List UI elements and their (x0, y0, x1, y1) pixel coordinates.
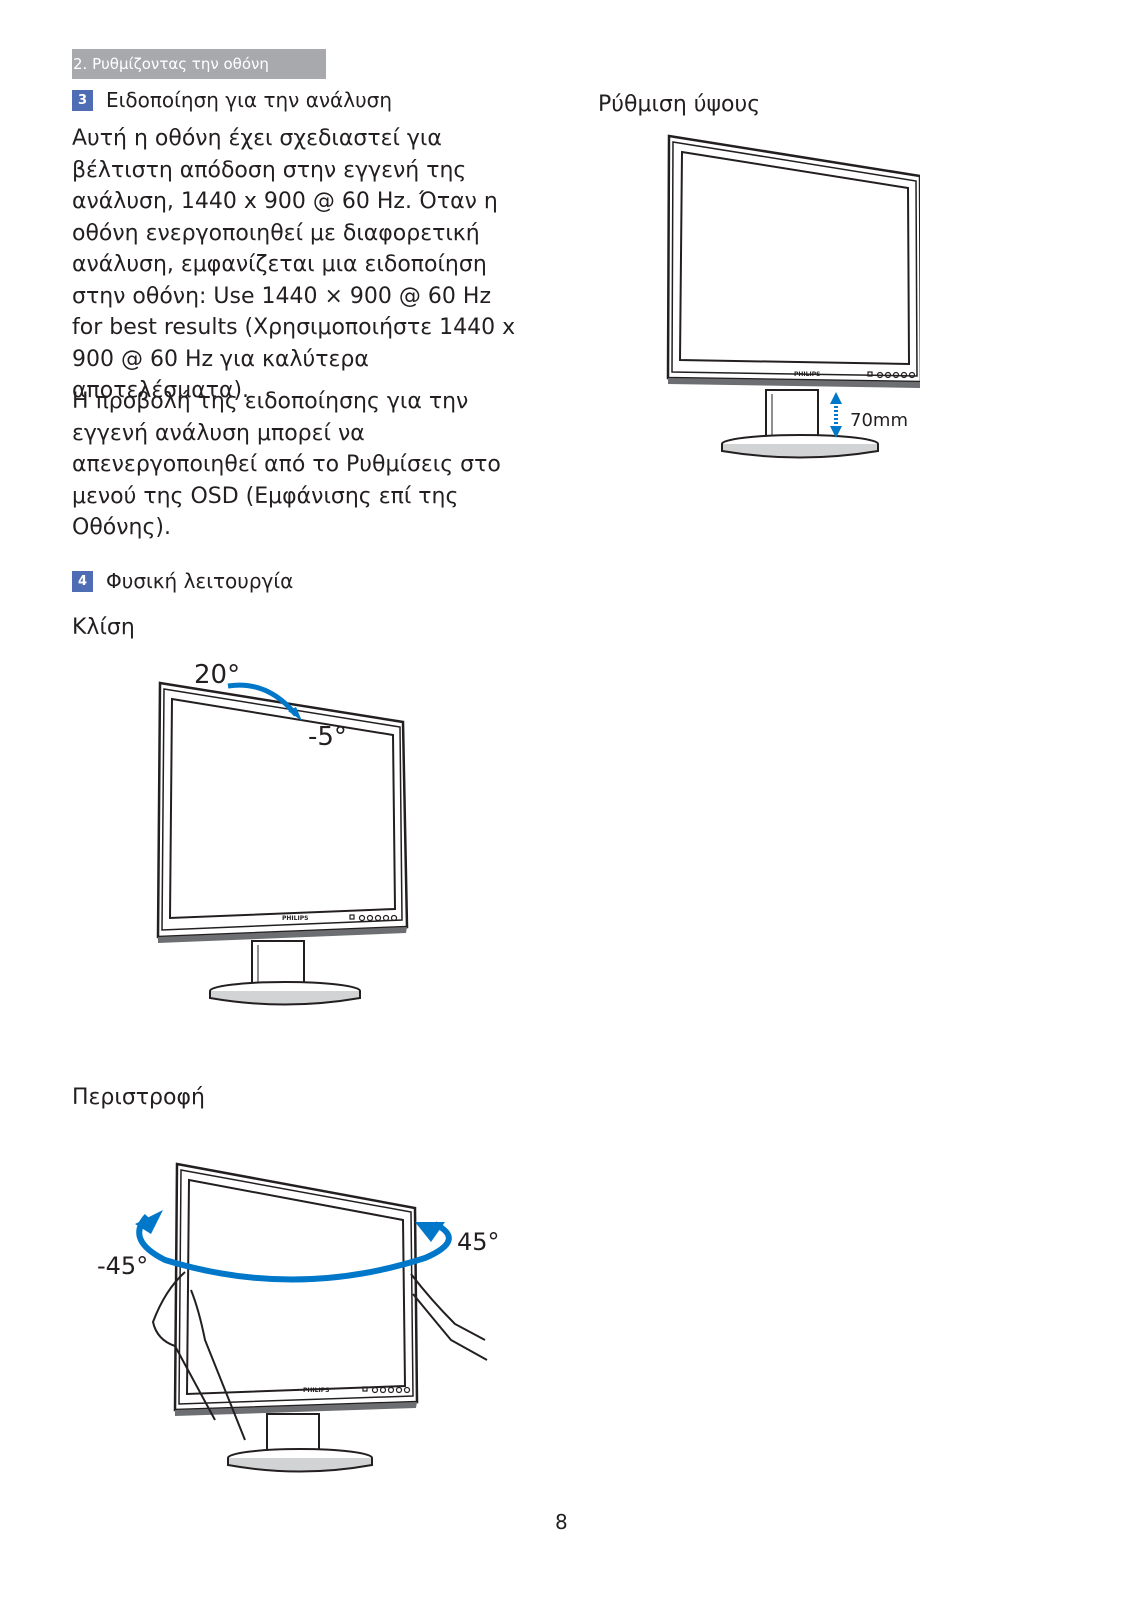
tilt-control-buttons (349, 914, 398, 922)
height-range-label: 70mm (850, 410, 908, 431)
page-number: 8 (555, 1510, 568, 1534)
section-4-title: Φυσική λειτουργία (106, 569, 294, 593)
height-adjust-illustration: PHILIPS 70mm (666, 134, 920, 459)
swivel-brand-logo: PHILIPS (303, 1387, 329, 1394)
tilt-angle-up-label: 20° (194, 660, 240, 690)
swivel-illustration: PHILIPS -45° 45° (97, 1162, 500, 1473)
section-header-bar: 2. Ρυθμίζοντας την οθόνη (72, 49, 326, 79)
height-heading: Ρύθμιση ύψους (598, 92, 761, 117)
height-brand-logo: PHILIPS (794, 371, 820, 378)
swivel-angle-left-label: -45° (97, 1252, 148, 1280)
section-3-number: 3 (72, 89, 93, 111)
swivel-heading: Περιστροφή (72, 1085, 205, 1110)
resolution-paragraph-2: Η προβολή της ειδοποίησης για την εγγενή… (72, 389, 501, 540)
height-control-buttons (867, 371, 916, 379)
section-3-title: Ειδοποίηση για την ανάλυση (106, 88, 392, 112)
swivel-control-buttons (362, 1386, 411, 1394)
tilt-heading: Κλίση (72, 615, 135, 640)
section-4-number: 4 (72, 570, 93, 592)
section-3-heading: 3 Ειδοποίηση για την ανάλυση (72, 88, 392, 112)
tilt-illustration: PHILIPS 20° -5° (156, 660, 409, 1006)
tilt-brand-logo: PHILIPS (282, 915, 308, 922)
section-4-heading: 4 Φυσική λειτουργία (72, 569, 293, 593)
tilt-angle-down-label: -5° (308, 722, 347, 752)
resolution-paragraph-1: Αυτή η οθόνη έχει σχεδιαστεί για βέλτιστ… (72, 126, 516, 403)
height-arrow-icon (830, 392, 842, 438)
swivel-angle-right-label: 45° (457, 1228, 500, 1256)
section-header-label: 2. Ρυθμίζοντας την οθόνη (73, 55, 269, 73)
